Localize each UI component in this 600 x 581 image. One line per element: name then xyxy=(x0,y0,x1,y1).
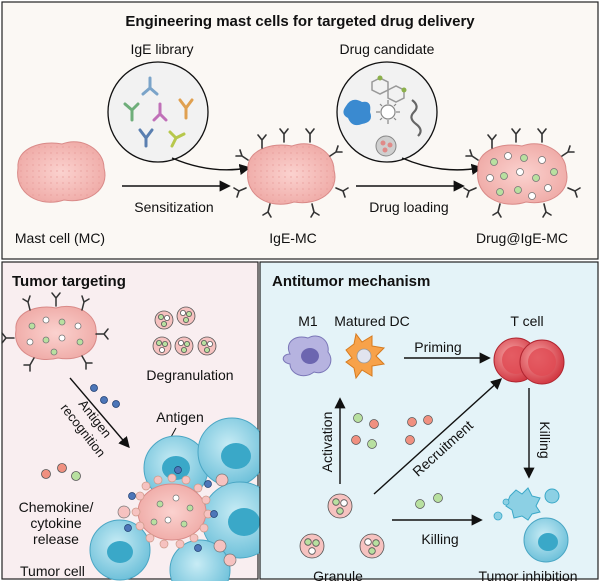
t-cells xyxy=(493,337,565,385)
cytokine-dots-recruitment xyxy=(405,415,433,445)
drug-ige-mast-cell xyxy=(463,128,581,218)
drug-mast-cell-tumor-panel xyxy=(1,292,109,372)
ige-library-arrow xyxy=(171,157,251,175)
drug-ige-mc-label: Drug@IgE-MC xyxy=(476,230,568,246)
top-panel-title: Engineering mast cells for targeted drug… xyxy=(125,13,475,30)
antitumor-panel-title: Antitumor mechanism xyxy=(272,273,430,290)
tumor-cell-label: Tumor cell xyxy=(20,563,85,579)
liposome-icon xyxy=(375,135,397,157)
tumor-cell-cluster xyxy=(89,417,279,581)
drug-loading-label: Drug loading xyxy=(369,199,448,215)
drug-candidate-label: Drug candidate xyxy=(340,41,435,57)
mast-cell-on-tumor xyxy=(124,466,218,552)
antigen-dots xyxy=(90,384,120,408)
small-molecule-icon xyxy=(371,75,407,103)
ige-mast-cell xyxy=(233,128,349,218)
tumor-inhibition-label: Tumor inhibition xyxy=(478,568,577,581)
mast-cell-label: Mast cell (MC) xyxy=(15,230,105,246)
top-panel xyxy=(1,1,599,260)
recruitment-arrow xyxy=(373,378,503,495)
antigen-label: Antigen xyxy=(156,409,203,425)
cytokine-dots-activation xyxy=(351,413,379,449)
surface-ige-icons xyxy=(463,128,581,218)
killing-horizontal-label: Killing xyxy=(421,531,458,547)
m1-macrophage xyxy=(282,335,332,377)
sensitization-label: Sensitization xyxy=(134,199,213,215)
chemokine-label-line2: cytokine xyxy=(30,515,82,531)
released-granules-tumor xyxy=(117,473,237,567)
ige-library-label: IgE library xyxy=(130,41,193,57)
degranulation-granules xyxy=(152,306,217,356)
activation-label: Activation xyxy=(319,412,335,473)
degranulation-label: Degranulation xyxy=(146,367,233,383)
m1-label: M1 xyxy=(298,313,318,329)
chemokine-dots xyxy=(41,463,81,481)
nanoparticle-icon xyxy=(376,100,400,124)
matured-dendritic-cell xyxy=(345,332,386,380)
surface-ige-icons xyxy=(233,128,349,218)
priming-label: Priming xyxy=(414,339,461,355)
cytokine-dots-killing xyxy=(415,493,443,509)
mast-cell xyxy=(17,141,106,203)
protein-icon xyxy=(343,99,371,126)
ige-library-bubble xyxy=(107,61,209,163)
antigen-recognition-arrow xyxy=(69,377,130,449)
ige-mc-label: IgE-MC xyxy=(269,230,316,246)
drug-candidate-arrow xyxy=(401,157,483,175)
chemokine-label-line1: Chemokine/ xyxy=(19,499,94,515)
chemokine-label-line3: release xyxy=(33,531,79,547)
antibody-icon xyxy=(123,76,194,148)
drug-candidate-bubble xyxy=(336,61,438,163)
drug-granules xyxy=(486,152,558,200)
killing-vertical-label: Killing xyxy=(537,421,553,458)
nucleic-acid-icon xyxy=(410,99,422,137)
t-cell-label: T cell xyxy=(510,313,543,329)
tumor-panel-title: Tumor targeting xyxy=(12,273,126,290)
dying-tumor-cells xyxy=(493,487,569,563)
matured-dc-label: Matured DC xyxy=(334,313,409,329)
granule-cluster xyxy=(299,493,385,559)
granule-label: Granule xyxy=(313,568,363,581)
